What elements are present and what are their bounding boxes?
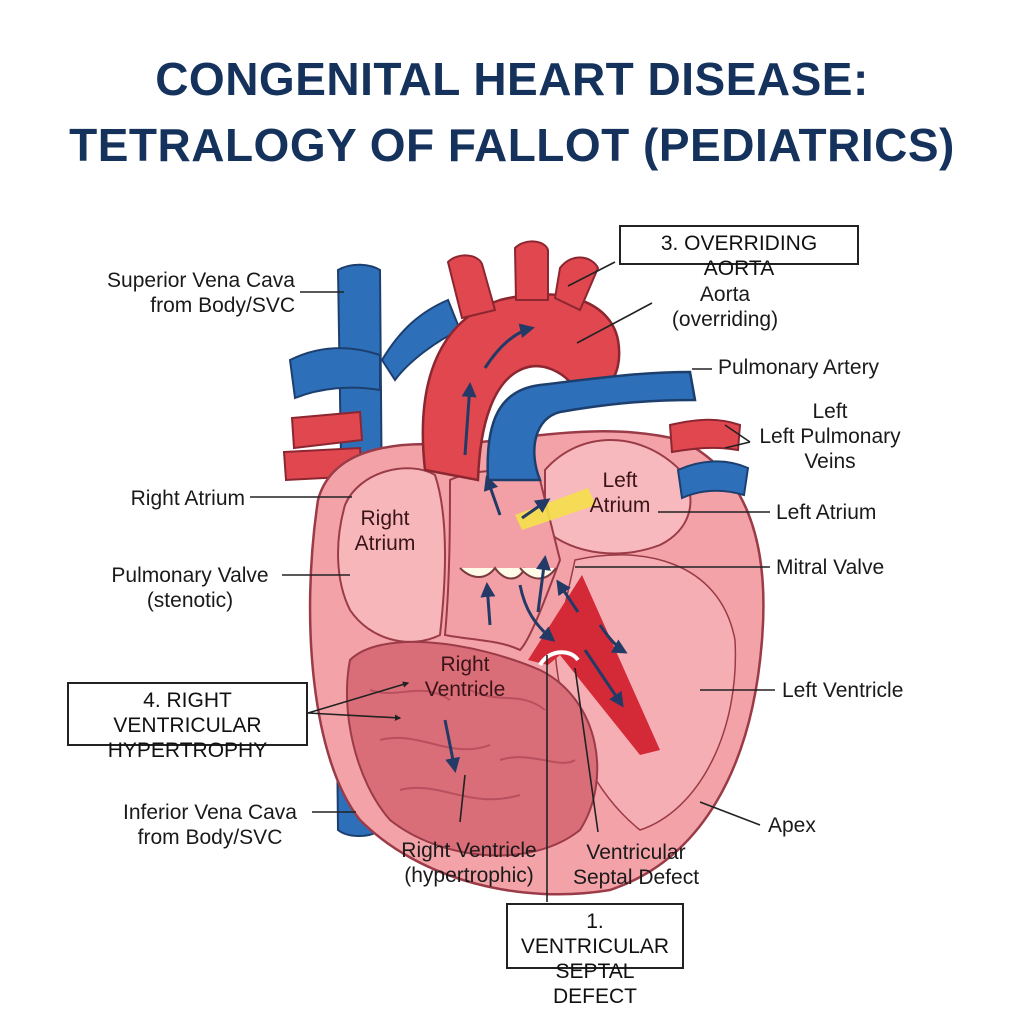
leader-lines (250, 261, 775, 902)
inner-label-right-ventricle: Right Ventricle (415, 652, 515, 702)
label-pv-line-2: (stenotic) (146, 589, 234, 612)
callout-vsd-line-1: 1. VENTRICULAR (520, 910, 670, 958)
label-left-ventricle: Left Ventricle (782, 679, 904, 702)
callout-overriding-aorta: 3. OVERRIDING AORTA (619, 225, 859, 280)
label-aorta: Aorta (overriding) (640, 282, 810, 332)
label-left-atrium: Left Atrium (776, 501, 877, 524)
vsd-opening (538, 650, 580, 667)
label-rvh-line-1: Right Ventricle (401, 839, 537, 862)
label-ivc-line-1: Inferior Vena Cava (123, 801, 297, 824)
inner-ra-line-1: Right (360, 507, 410, 530)
title-line-1: CONGENITAL HEART DISEASE: (155, 53, 869, 105)
pulmonary-artery (486, 370, 697, 482)
label-pulmonary-artery: Pulmonary Artery (718, 356, 880, 379)
label-left-line: Left (812, 400, 848, 423)
inner-la-line-2: Atrium (589, 494, 651, 517)
label-lpv-line-1: Left Pulmonary (759, 425, 901, 448)
inner-rv-line-2: Ventricle (424, 678, 506, 701)
label-left-pulmonary-veins: Left Left Pulmonary Veins (745, 399, 915, 474)
callout-vsd-line-2: SEPTAL DEFECT (553, 960, 637, 1008)
label-lpv-line-2: Veins (804, 450, 856, 473)
label-aorta-line-2: (overriding) (671, 308, 779, 331)
label-rvh-line-2: (hypertrophic) (404, 864, 534, 887)
label-svc: Superior Vena Cava from Body/SVC (80, 268, 295, 318)
label-apex: Apex (768, 814, 816, 837)
blood-flow-arrows (443, 323, 628, 773)
label-right-atrium: Right Atrium (130, 487, 245, 510)
label-pulmonary-valve: Pulmonary Valve (stenotic) (100, 563, 280, 613)
label-aorta-line-1: Aorta (699, 283, 751, 306)
label-ivc-line-2: from Body/SVC (137, 826, 283, 849)
label-svc-line-1: Superior Vena Cava (107, 269, 295, 292)
label-vsd-line-2: Septal Defect (572, 866, 700, 889)
label-pv-line-1: Pulmonary Valve (111, 564, 269, 587)
label-vsd-line-1: Ventricular (586, 841, 686, 864)
right-ventricle-muscle (345, 640, 599, 857)
callout-rvh-line-2: HYPERTROPHY (107, 739, 268, 762)
left-atrium-chamber (544, 439, 692, 555)
highlight-marker (515, 488, 596, 530)
left-pulmonary-veins (668, 418, 750, 500)
right-atrium-chamber (337, 467, 446, 643)
inner-la-line-1: Left (602, 469, 638, 492)
title-line-2: TETRALOGY OF FALLOT (PEDIATRICS) (69, 119, 955, 171)
callout-rv-hypertrophy: 4. RIGHT VENTRICULAR HYPERTROPHY (67, 682, 308, 762)
pulmonary-valve (459, 566, 526, 580)
callout-rvh-line-1: 4. RIGHT VENTRICULAR (113, 689, 262, 737)
inner-label-right-atrium: Right Atrium (345, 506, 425, 556)
label-vsd: Ventricular Septal Defect (556, 840, 716, 890)
inner-ra-line-2: Atrium (354, 532, 416, 555)
aorta (421, 240, 621, 482)
inner-rv-line-1: Right (440, 653, 490, 676)
label-rv-hypertrophic: Right Ventricle (hypertrophic) (384, 838, 554, 888)
label-svc-line-2: from Body/SVC (150, 294, 295, 317)
rvh-pointers (307, 681, 410, 721)
label-ivc: Inferior Vena Cava from Body/SVC (110, 800, 310, 850)
inner-label-left-atrium: Left Atrium (580, 468, 660, 518)
callout-vsd: 1. VENTRICULAR SEPTAL DEFECT (506, 903, 684, 1008)
label-mitral-valve: Mitral Valve (776, 556, 885, 579)
